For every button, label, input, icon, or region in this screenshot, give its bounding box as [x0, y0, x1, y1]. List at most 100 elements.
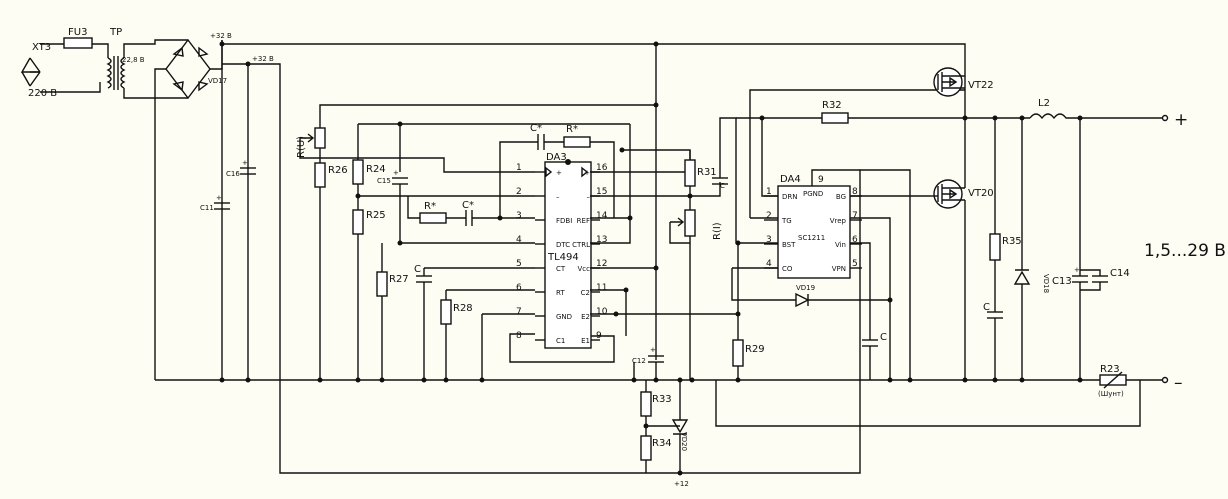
voltage-set-network: R(U) R26 R24 R25 + C15 R* C* C — [296, 41, 659, 380]
c16-label: C16 — [226, 170, 240, 178]
r27-label: R27 — [389, 274, 409, 285]
ic-pin-name: CTRL — [572, 241, 590, 249]
ic-pin-name: REF — [577, 217, 590, 225]
ic-pin-number: 3 — [516, 211, 522, 221]
svg-text:+: + — [1074, 266, 1080, 274]
ic-pin-number: 5 — [516, 259, 522, 269]
rail-32v-a-label: +32 В — [210, 32, 232, 40]
transformer-secondary-label: 22,8 В — [122, 56, 145, 64]
capacitor-c11: + C11 — [200, 194, 230, 212]
vd18-label: VD18 — [1042, 274, 1050, 293]
ic-pin-name: – — [556, 193, 560, 201]
c15-label: C15 — [377, 177, 391, 185]
ic-pin-number: 8 — [852, 187, 858, 197]
l2-label: L2 — [1038, 98, 1050, 109]
r25-label: R25 — [366, 210, 386, 221]
ru-label: R(U) — [296, 136, 307, 158]
resistor-r33 — [640, 391, 652, 417]
rail-32v-b-label: +32 В — [252, 55, 274, 63]
ri-label: R(I) — [712, 222, 723, 240]
ic-pin-name: FDBI — [556, 217, 572, 225]
ic-pin-name: + — [584, 169, 590, 177]
svg-text:9: 9 — [818, 175, 824, 185]
output-section: R35 C VD18 L2 + C13 C14 + – 1,5...29 В — [715, 98, 1226, 427]
mosfet-vt22: VT22 — [933, 67, 994, 97]
fuse — [63, 37, 93, 49]
ic-pin-name: BST — [782, 241, 796, 249]
ic-pin-name: RT — [556, 289, 565, 297]
r-star-mid-label: R* — [424, 201, 436, 212]
c14-label: C14 — [1110, 268, 1130, 279]
da4-network: C R29 R32 VD19 C — [712, 89, 1030, 380]
vd20-label: VD20 — [680, 432, 688, 451]
ic-pin-name: BG — [836, 193, 846, 201]
da4-label: DA4 — [780, 174, 801, 185]
output-minus-label: – — [1174, 373, 1183, 393]
resistor-r26 — [314, 162, 326, 188]
ic-pin-number: 4 — [766, 259, 772, 269]
r-star-top-label: R* — [566, 124, 578, 135]
ic-pin-number: 10 — [596, 307, 608, 317]
r24-label: R24 — [366, 164, 386, 175]
feedback-divider: R33 R34 VD20 +12 — [640, 380, 689, 488]
resistor-r34 — [640, 435, 652, 461]
ic-pin-name: C2 — [581, 289, 590, 297]
ic-pin-number: 1 — [516, 163, 522, 173]
c11-label: C11 — [200, 204, 214, 212]
potentiometer-ru — [314, 127, 326, 149]
ic-pin-name: Vin — [835, 241, 846, 249]
potentiometer-ri — [684, 209, 696, 237]
rail-12v-label: +12 — [674, 480, 689, 488]
ic-pin-number: 7 — [852, 211, 858, 221]
resistor-r29 — [732, 339, 744, 367]
ic-pin-number: 2 — [766, 211, 772, 221]
ic-pin-name: DRN — [782, 193, 798, 201]
ic-pin-number: 5 — [852, 259, 858, 269]
r31-label: R31 — [697, 167, 717, 178]
r33-label: R33 — [652, 394, 672, 405]
ic-pin-name: DTC — [556, 241, 570, 249]
transformer-label: TP — [109, 27, 122, 38]
capacitor-c16: + C16 — [226, 159, 256, 178]
resistor-r24 — [352, 159, 364, 185]
da3-part-label: TL494 — [547, 252, 579, 263]
c12-label: C12 — [632, 357, 646, 365]
ic-pin-number: 6 — [516, 283, 522, 293]
c-out-label: C — [983, 302, 990, 313]
ic-pin-number: 15 — [596, 187, 607, 197]
resistor-r32 — [821, 112, 849, 124]
r28-label: R28 — [453, 303, 473, 314]
c-timing-label: C — [414, 264, 421, 275]
r35-label: R35 — [1002, 236, 1022, 247]
vt22-label: VT22 — [968, 80, 994, 91]
xt3-label: XT3 — [32, 42, 51, 53]
r34-label: R34 — [652, 438, 672, 449]
ic-pin-name: Vrep — [830, 217, 847, 225]
r32-label: R32 — [822, 100, 842, 111]
transformer-primary — [106, 57, 112, 89]
ic-pin-name: – — [587, 193, 591, 201]
ic-pin-name: GND — [556, 313, 572, 321]
r26-label: R26 — [328, 165, 348, 176]
output-plus-label: + — [1174, 110, 1188, 130]
ic-pin-name: VPN — [832, 265, 846, 273]
input-section: XT3 220 В FU3 TP 22,8 В — [20, 27, 188, 99]
da3-label: DA3 — [546, 152, 567, 163]
ic-pin-name: E2 — [581, 313, 590, 321]
ground-rail: R23 (Шунт) — [155, 364, 1165, 398]
ic-pin-number: 16 — [596, 163, 608, 173]
svg-text:+: + — [242, 159, 248, 167]
da4-part-label: SC1211 — [798, 234, 825, 242]
c-star-mid-label: C* — [462, 200, 474, 211]
mosfet-vt20: VT20 — [930, 170, 994, 380]
resistor-r-star-top — [563, 136, 591, 148]
diode-bridge: VD17 — [154, 38, 227, 380]
ic-pin-number: 1 — [766, 187, 772, 197]
ic-pin-number: 4 — [516, 235, 522, 245]
inductor-l2 — [1029, 113, 1165, 120]
fuse-label: FU3 — [68, 27, 87, 38]
resistor-r31 — [684, 159, 696, 187]
svg-text:+: + — [216, 194, 222, 202]
